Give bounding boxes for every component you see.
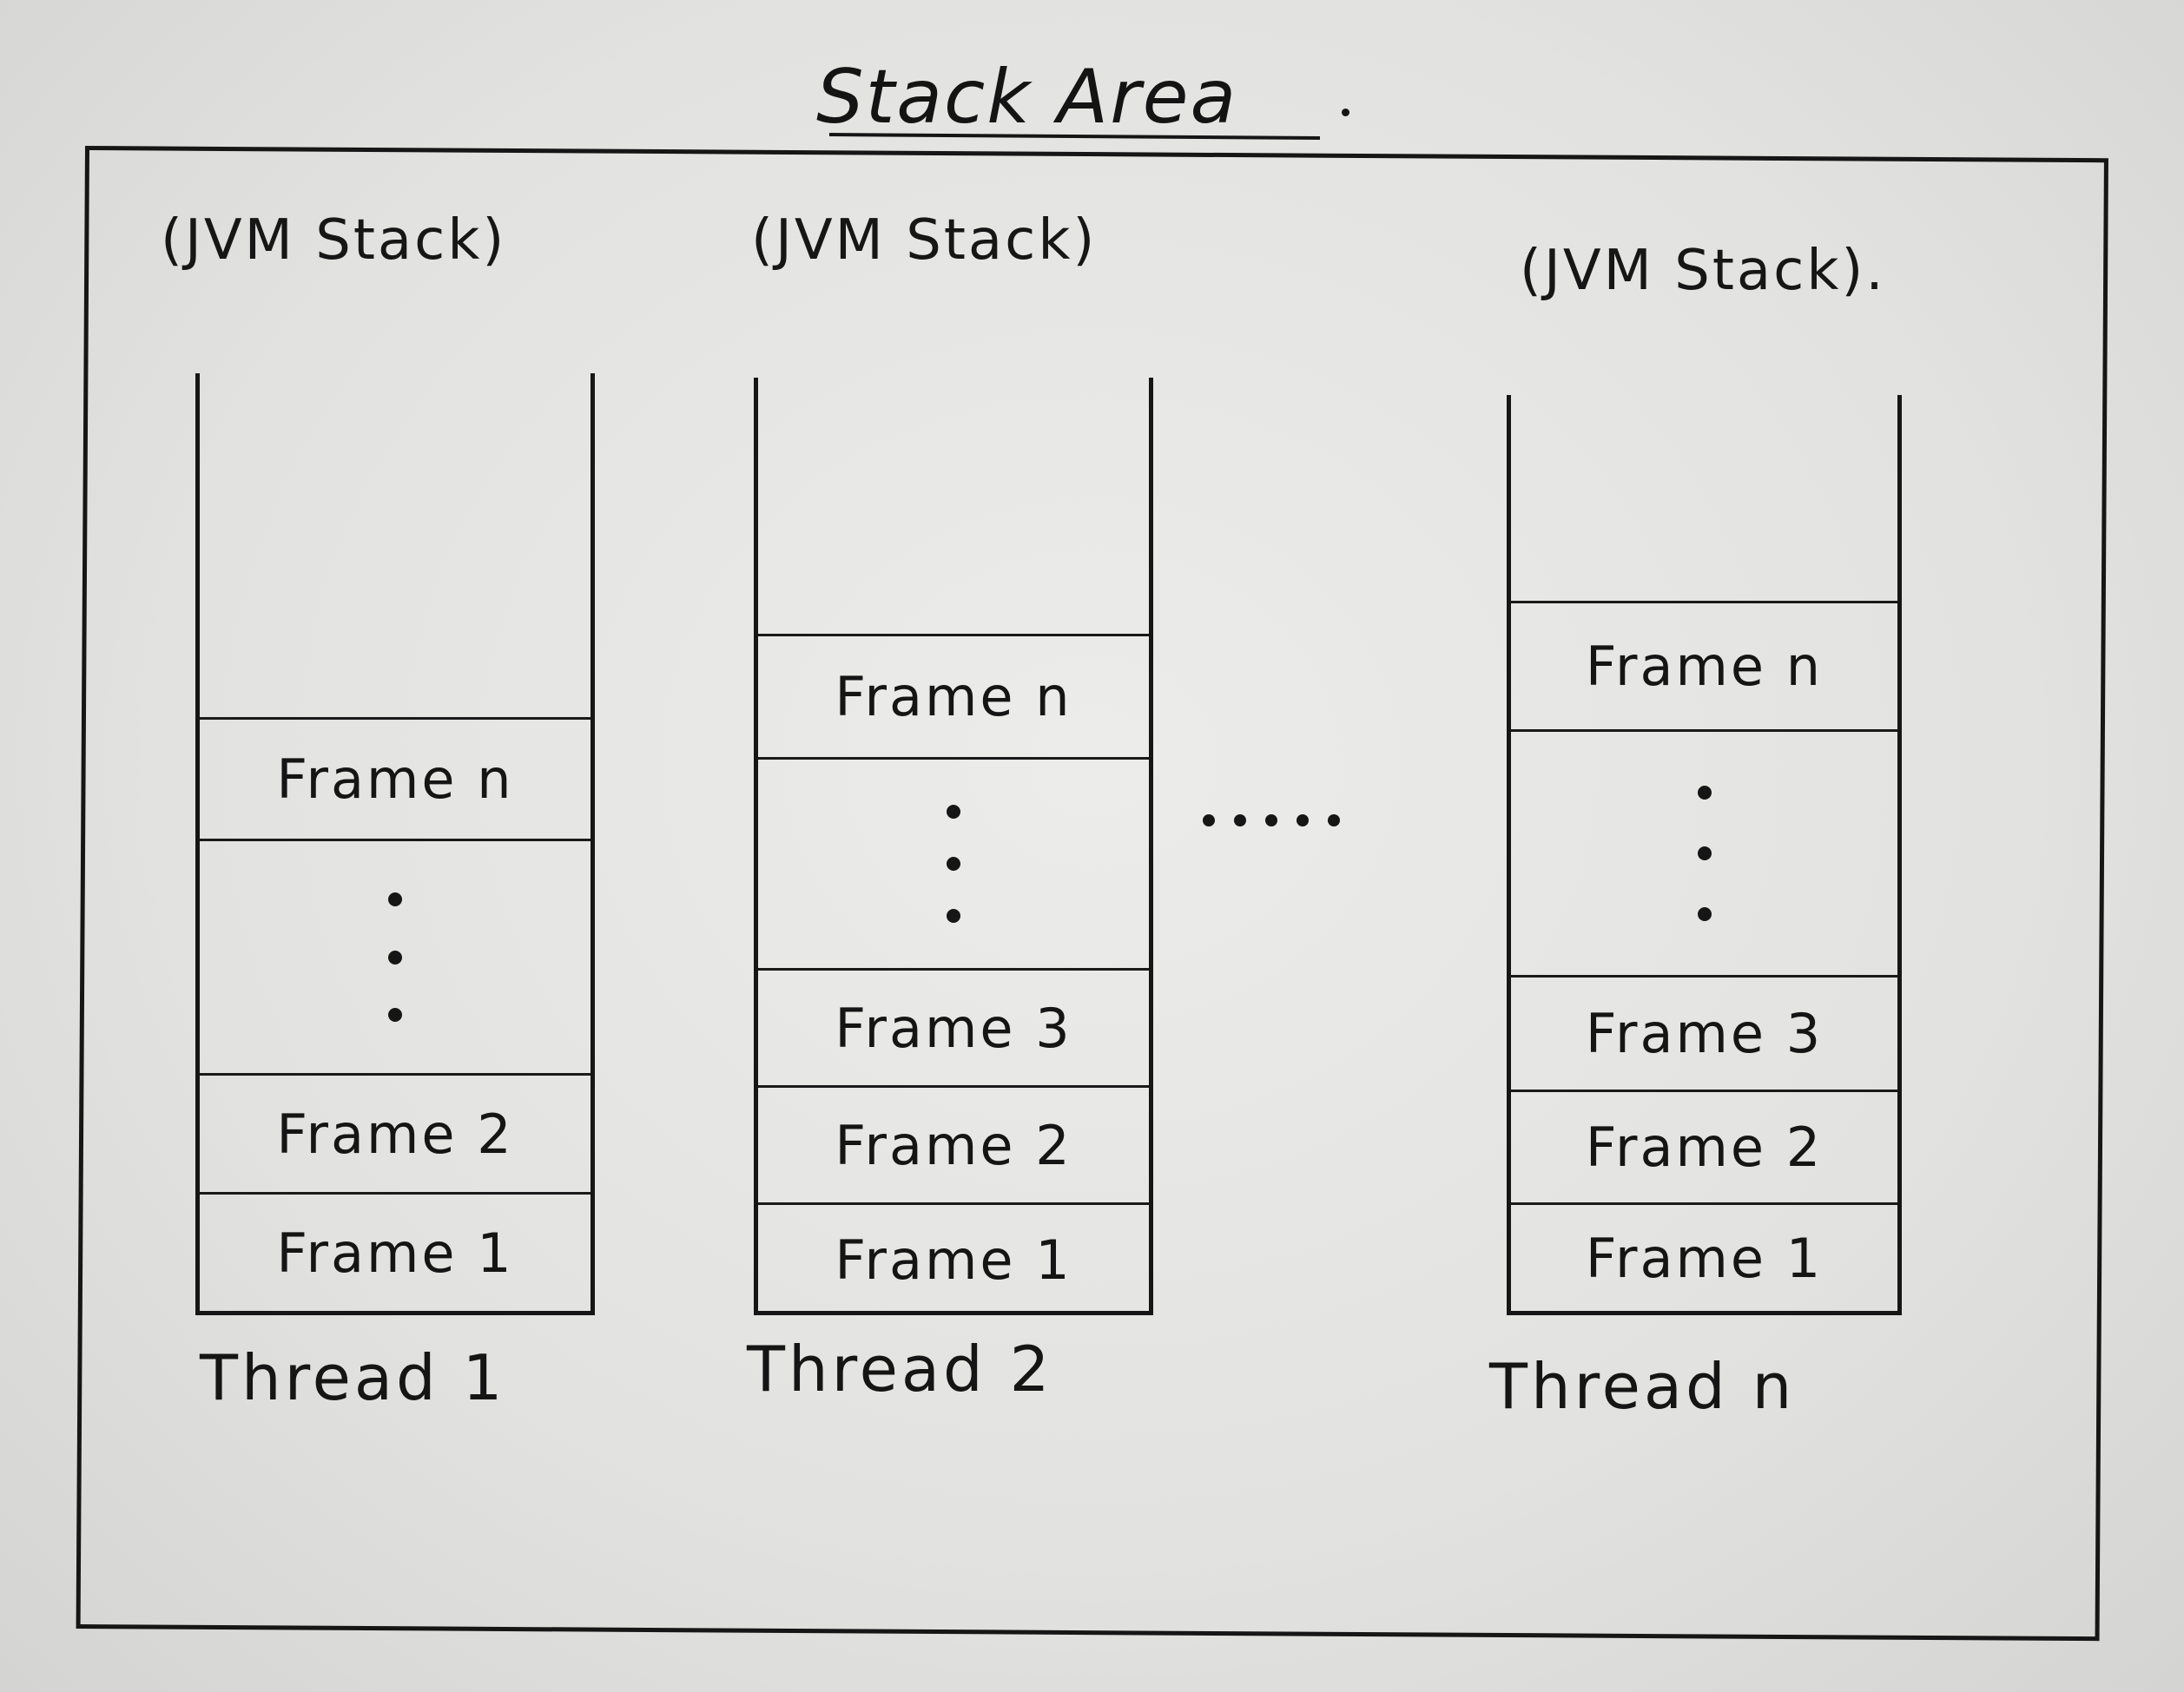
vertical-ellipsis-icon <box>388 870 402 1044</box>
frame-1: Frame 1 <box>1511 1202 1897 1311</box>
thread-2-label: Thread 2 <box>747 1333 1053 1406</box>
dot <box>947 857 960 871</box>
frame-2-label: Frame 2 <box>276 1102 514 1166</box>
dot <box>1697 846 1712 860</box>
frame-2: Frame 2 <box>200 1073 591 1192</box>
dot <box>1234 814 1246 826</box>
jvm-stack-thread-n: Frame n Frame 3 Frame 2 Frame 1 <box>1507 395 1902 1315</box>
jvm-stack-label-thread-n: (JVM Stack). <box>1520 239 1886 303</box>
frame-n-label: Frame n <box>835 665 1072 728</box>
thread-1-label: Thread 1 <box>200 1341 506 1414</box>
dot <box>388 950 402 965</box>
frame-n: Frame n <box>758 634 1149 757</box>
frame-2: Frame 2 <box>758 1085 1149 1202</box>
frames-ellipsis <box>200 839 591 1073</box>
vertical-ellipsis-icon <box>1697 762 1712 945</box>
frame-3: Frame 3 <box>1511 975 1897 1090</box>
frame-n-label: Frame n <box>276 747 514 811</box>
more-threads-ellipsis-icon <box>1203 814 1340 826</box>
jvm-stack-label-thread-2: (JVM Stack) <box>751 208 1098 273</box>
frame-2: Frame 2 <box>1511 1090 1897 1202</box>
frame-1: Frame 1 <box>200 1192 591 1311</box>
frame-1-label: Frame 1 <box>835 1228 1072 1292</box>
thread-n-label: Thread n <box>1489 1350 1796 1423</box>
jvm-stack-thread-2: Frame n Frame 3 Frame 2 Frame 1 <box>754 378 1153 1315</box>
frame-3: Frame 3 <box>758 968 1149 1085</box>
dot <box>1265 814 1277 826</box>
dot <box>1203 814 1215 826</box>
dot <box>1697 786 1712 800</box>
diagram-title: Stack Area <box>816 54 1238 141</box>
dot <box>947 805 960 819</box>
jvm-stack-label-thread-1: (JVM Stack) <box>161 208 507 273</box>
frames-ellipsis <box>758 757 1149 968</box>
frame-n-label: Frame n <box>1585 635 1824 698</box>
dot <box>1297 814 1309 826</box>
frame-1: Frame 1 <box>758 1202 1149 1315</box>
dot <box>388 1008 402 1023</box>
dot <box>1697 907 1712 921</box>
frame-1-label: Frame 1 <box>276 1221 514 1285</box>
frames-ellipsis <box>1511 729 1897 975</box>
title-period <box>1342 109 1349 116</box>
frame-1-label: Frame 1 <box>1585 1226 1824 1290</box>
frame-n: Frame n <box>200 717 591 839</box>
jvm-stack-thread-1: Frame n Frame 2 Frame 1 <box>195 373 595 1315</box>
dot <box>388 892 402 906</box>
dot <box>1328 814 1340 826</box>
frame-3-label: Frame 3 <box>1585 1002 1824 1065</box>
frame-n: Frame n <box>1511 601 1897 729</box>
dot <box>947 909 960 923</box>
frame-2-label: Frame 2 <box>835 1113 1072 1177</box>
vertical-ellipsis-icon <box>947 786 960 942</box>
frame-2-label: Frame 2 <box>1585 1116 1824 1179</box>
frame-3-label: Frame 3 <box>835 996 1072 1060</box>
